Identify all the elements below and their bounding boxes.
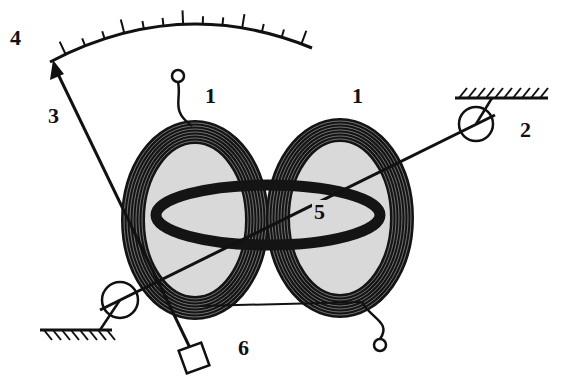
ground-hatch — [513, 88, 521, 98]
lead-wire — [200, 302, 362, 306]
ground-hatch — [540, 88, 548, 98]
ground-hatch — [495, 88, 503, 98]
coil-turn — [269, 121, 411, 315]
callout-number: 3 — [46, 104, 61, 128]
pivot-stem — [476, 98, 492, 124]
scale-tick — [121, 20, 124, 34]
scale-tick — [242, 14, 244, 28]
ground-hatch — [98, 330, 106, 340]
scale-tick — [60, 42, 66, 55]
ground-hatch — [80, 330, 88, 340]
callout-number: 5 — [312, 200, 327, 224]
pointer-head — [50, 60, 64, 80]
scale-tick — [202, 16, 204, 24]
ground-hatch — [89, 330, 97, 340]
scale-tick — [262, 24, 264, 32]
pivot-stem — [100, 300, 120, 330]
callout-number: 6 — [236, 336, 251, 360]
terminal — [374, 339, 386, 351]
ground-hatch — [71, 330, 79, 340]
scale-tick — [82, 38, 85, 45]
ground-hatch — [486, 88, 494, 98]
ground-hatch — [62, 330, 70, 340]
scale-tick — [182, 10, 185, 24]
terminal — [172, 70, 184, 82]
coil-turn — [275, 127, 405, 309]
coil-turn — [272, 124, 408, 312]
ground-hatch — [531, 88, 539, 98]
scale-tick — [282, 30, 284, 38]
pointer — [57, 72, 192, 352]
scale-tick — [301, 31, 306, 44]
callout-number: 4 — [8, 26, 23, 50]
ground-hatch — [522, 88, 530, 98]
lead-wire — [178, 82, 192, 126]
lead-wire — [362, 302, 384, 339]
coil-turn — [130, 129, 260, 311]
iron-ring — [156, 185, 380, 245]
scale-tick — [142, 21, 143, 29]
scale-tick — [221, 17, 224, 25]
ground-hatch — [504, 88, 512, 98]
counterweight — [179, 343, 210, 374]
ground-hatch — [53, 330, 61, 340]
callout-number: 1 — [203, 84, 218, 108]
scale-tick — [102, 31, 104, 39]
ground-hatch — [459, 88, 467, 98]
ground-hatch — [477, 88, 485, 98]
callout-number: 1 — [350, 84, 365, 108]
ground-hatch — [468, 88, 476, 98]
coil — [269, 121, 411, 315]
ground-hatch — [107, 330, 115, 340]
callout-number: 2 — [518, 118, 533, 142]
scale-arc — [50, 24, 312, 62]
scale-tick — [162, 18, 165, 26]
ground-hatch — [44, 330, 52, 340]
